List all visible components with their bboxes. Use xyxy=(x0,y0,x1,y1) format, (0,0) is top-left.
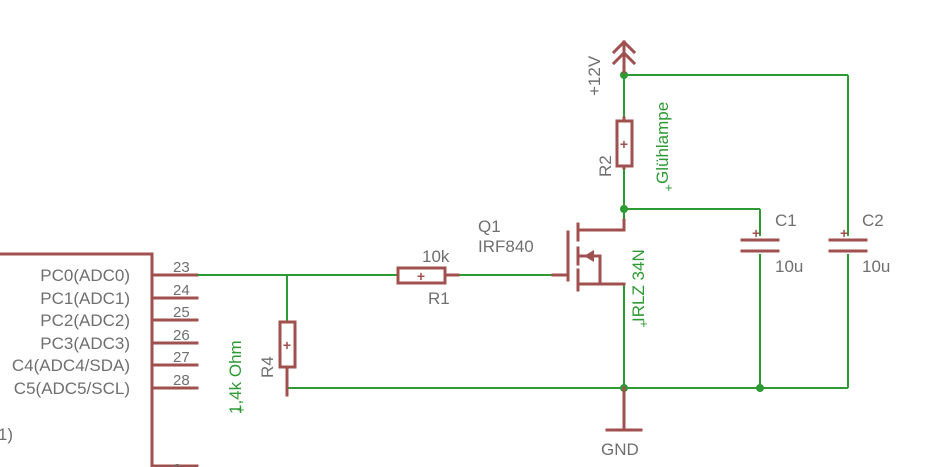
c2-value: 10u xyxy=(862,257,890,276)
plus-marker: + xyxy=(417,268,425,284)
arrow-icon xyxy=(584,250,594,262)
capacitor-c1: + C1 10u xyxy=(740,211,803,276)
plus-marker: + xyxy=(840,225,848,241)
c1-name: C1 xyxy=(775,211,797,230)
r2-name: R2 xyxy=(596,155,615,177)
plus-marker: + xyxy=(620,136,628,152)
plus-marker: + xyxy=(283,337,291,353)
resistor-r4: + R4 1,4k Ohm + xyxy=(226,320,297,417)
c1-value: 10u xyxy=(775,257,803,276)
r4-value: 1,4k Ohm xyxy=(226,340,245,414)
plus-marker: + xyxy=(237,402,245,417)
junction-dot xyxy=(620,205,628,213)
ground-label: GND xyxy=(601,440,639,459)
mcu-pin-label: PC2(ADC2) xyxy=(40,311,130,330)
r4-name: R4 xyxy=(258,356,277,378)
mcu-pin-label: PC1(ADC1) xyxy=(40,289,130,308)
resistor-r2: + R2 Glühlampe + xyxy=(596,102,673,195)
ground-symbol: GND xyxy=(601,386,643,459)
q1-name: Q1 xyxy=(478,217,501,236)
mosfet-q1: Q1 IRF840 IRLZ 34N + xyxy=(478,217,648,331)
q1-value: IRF840 xyxy=(478,237,534,256)
mcu-pin-label: C4(ADC4/SDA) xyxy=(12,356,130,375)
plus-marker: + xyxy=(665,180,673,195)
supply-label: +12V xyxy=(585,55,604,96)
junction-dot xyxy=(620,71,628,79)
mcu-pin-number: 28 xyxy=(173,372,190,389)
mcu-pin-number: 24 xyxy=(173,282,190,299)
q1-alt-value: IRLZ 34N xyxy=(629,249,648,322)
junction-dot xyxy=(756,384,764,392)
capacitor-c2: + C2 10u xyxy=(828,211,890,276)
mcu-fragment-label: 1) xyxy=(0,425,13,444)
plus-marker: + xyxy=(640,316,648,331)
supply-symbol: +12V xyxy=(585,39,637,96)
plus-marker: + xyxy=(752,225,760,241)
r1-name: R1 xyxy=(428,289,450,308)
mcu-pin-number: 25 xyxy=(173,304,190,321)
c2-name: C2 xyxy=(862,211,884,230)
mcu-symbol: PC0(ADC0) PC1(ADC1) PC2(ADC2) PC3(ADC3) … xyxy=(0,252,199,467)
resistor-r1: + 10k R1 xyxy=(396,247,460,308)
mcu-pin-number: 23 xyxy=(173,259,190,276)
r2-value: Glühlampe xyxy=(653,102,672,184)
mcu-pin-number: 26 xyxy=(173,327,190,344)
mcu-pin-number: 27 xyxy=(173,349,190,366)
r1-value: 10k xyxy=(422,247,450,266)
mcu-pin-label: C5(ADC5/SCL) xyxy=(14,379,130,398)
mcu-pin-label: PC0(ADC0) xyxy=(40,266,130,285)
mcu-pin-label: PC3(ADC3) xyxy=(40,334,130,353)
mcu-pin-number: 2 xyxy=(173,461,181,467)
